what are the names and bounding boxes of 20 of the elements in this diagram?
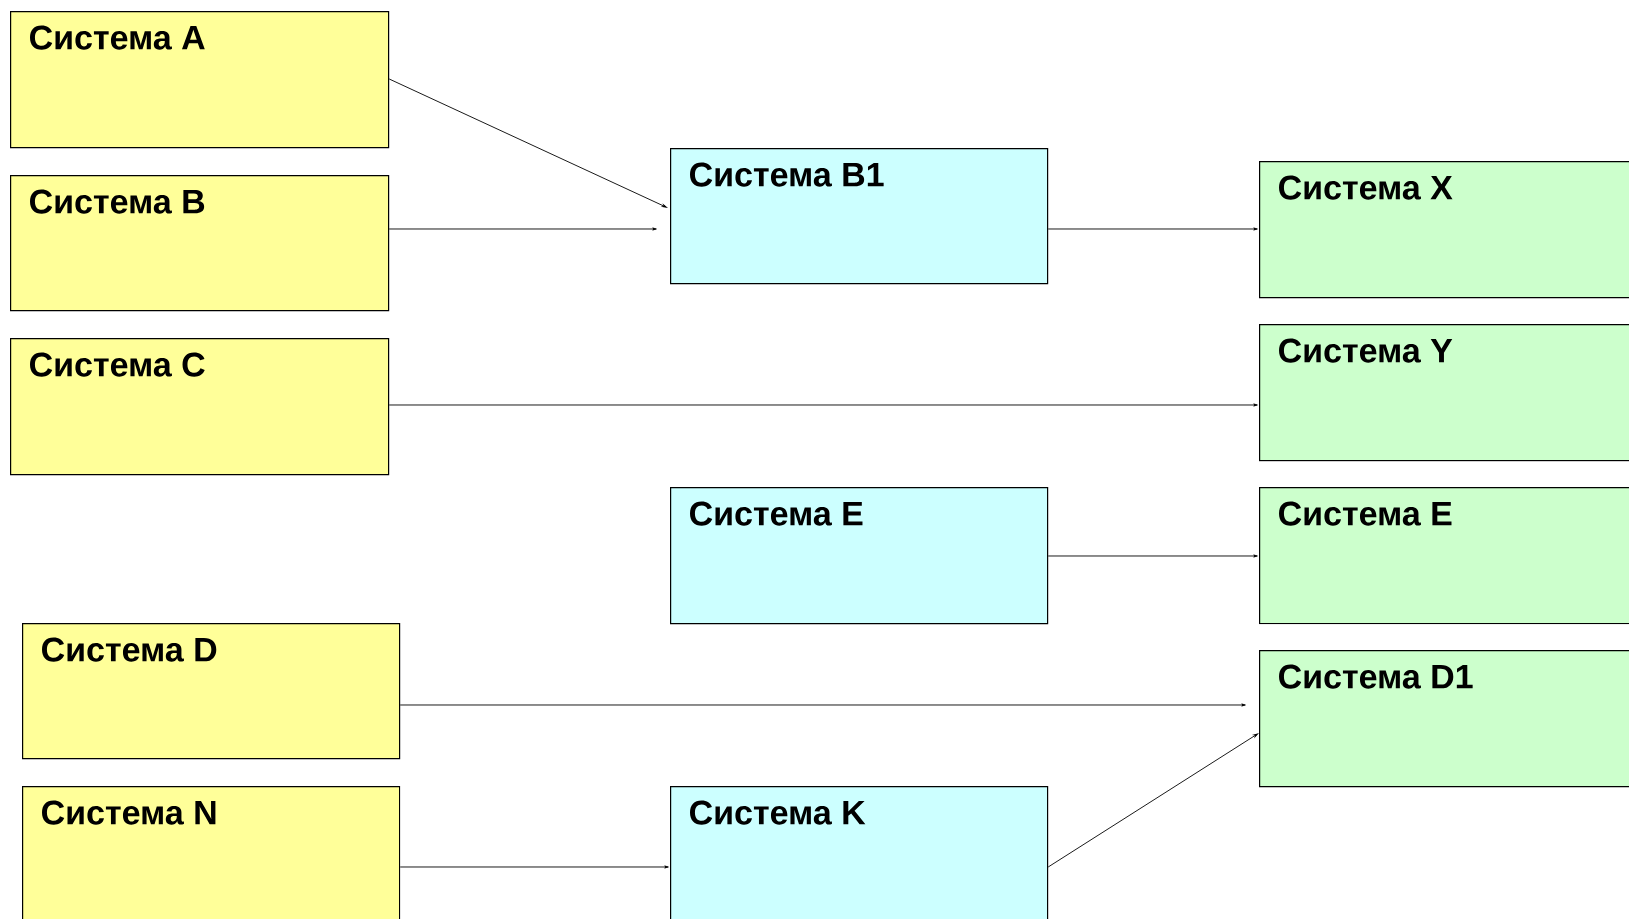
arrow: [1047, 554, 1258, 558]
system-box: Система Y: [1259, 324, 1629, 462]
arrow: [399, 703, 1246, 707]
arrow: [1047, 227, 1258, 231]
system-box: Система B1: [670, 148, 1049, 285]
arrow: [388, 403, 1258, 407]
system-box: Система D1: [1259, 650, 1629, 788]
system-box: Система K: [670, 786, 1049, 919]
system-box: Система E: [670, 487, 1049, 625]
system-box: Система C: [10, 338, 390, 476]
arrow: [399, 865, 669, 869]
system-box: Система D: [22, 623, 401, 760]
system-box: Система N: [22, 786, 401, 919]
system-box: Система A: [10, 11, 390, 149]
system-box: Система E: [1259, 487, 1629, 625]
arrow: [1047, 733, 1259, 868]
system-box: Система X: [1259, 161, 1629, 299]
system-box: Система B: [10, 175, 390, 312]
arrow: [388, 227, 657, 231]
arrow: [388, 78, 667, 208]
